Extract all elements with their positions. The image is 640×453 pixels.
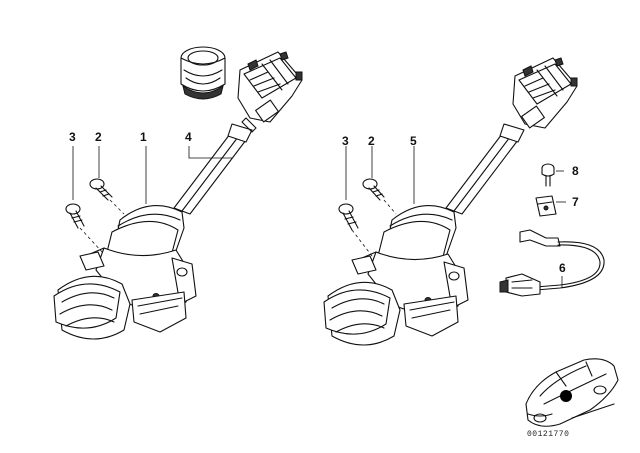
callout-right-3: 3: [342, 134, 349, 148]
callout-right-7: 7: [572, 195, 579, 209]
callout-left-4: 4: [185, 130, 192, 144]
right-clip-7-drawing: [535, 195, 557, 217]
callout-right-2: 2: [368, 134, 375, 148]
left-connector-drawing: [237, 51, 303, 123]
right-screw-3-drawing: [338, 203, 359, 231]
callout-right-6: 6: [559, 261, 566, 275]
right-shaft-drawing: [445, 123, 525, 215]
left-grommet-drawing: [180, 46, 226, 100]
callout-left-2: 2: [95, 130, 102, 144]
right-screw-2-drawing: [362, 178, 385, 201]
part-number-label: 00121770: [527, 430, 570, 439]
callout-left-1: 1: [140, 130, 147, 144]
left-screw-2-drawing: [89, 178, 113, 201]
right-sensor-cable-6-drawing: [499, 229, 605, 297]
callout-right-8: 8: [572, 164, 579, 178]
callout-left-3: 3: [69, 130, 76, 144]
callout-right-5: 5: [410, 134, 417, 148]
right-lock-body-drawing: [323, 205, 469, 346]
right-connector-drawing: [512, 57, 578, 129]
right-bolt-8-drawing: [541, 163, 555, 187]
vehicle-location-thumbnail: [520, 344, 620, 440]
left-shaft-drawing: [173, 117, 257, 215]
left-screw-3-drawing: [65, 203, 85, 229]
location-dot-marker: [560, 390, 572, 402]
left-lock-body-drawing: [53, 205, 197, 340]
